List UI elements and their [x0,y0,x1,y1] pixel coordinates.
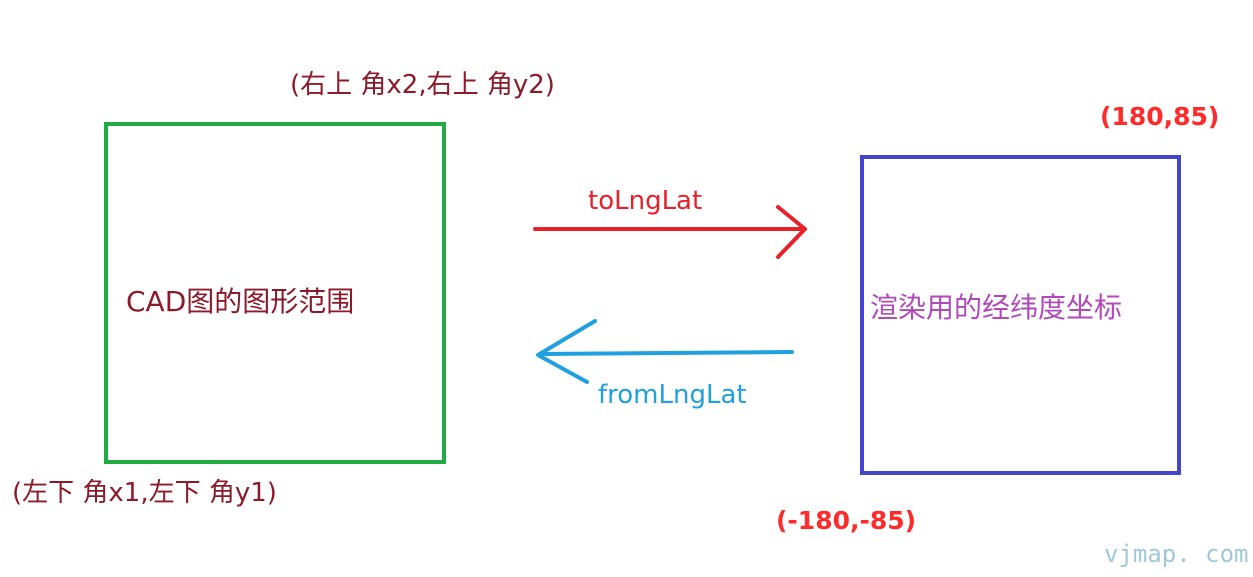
lnglat-extent-title: 渲染用的经纬度坐标 [870,291,1123,324]
to-lnglat-arrow [533,205,807,259]
from-lnglat-label: fromLngLat [598,380,747,410]
cad-top-right-corner-label: (右上 角x2,右上 角y2) [290,70,555,100]
lnglat-min-corner-label: (-180,-85) [776,506,917,535]
cad-bottom-left-corner-label: (左下 角x1,左下 角y1) [12,478,277,508]
lnglat-extent-box [860,155,1181,475]
watermark-text: vjmap. com [1104,540,1249,568]
lnglat-max-corner-label: (180,85) [1100,102,1220,131]
cad-extent-title: CAD图的图形范围 [126,285,355,318]
to-lnglat-label: toLngLat [588,186,703,216]
cad-extent-box [104,122,446,464]
from-lnglat-arrow [536,319,794,384]
